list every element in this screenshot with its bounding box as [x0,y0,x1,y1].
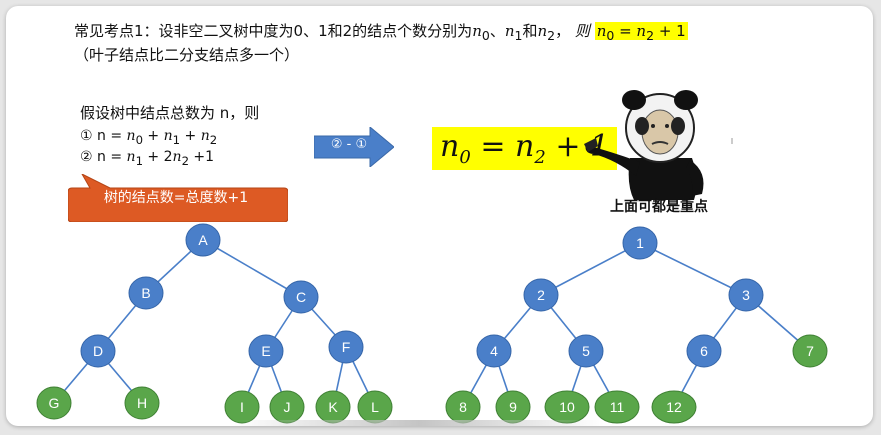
left-tree-node-label: A [198,232,208,248]
right-tree-edge [639,242,747,296]
left-tree-node-E: E [248,334,284,368]
left-tree-node-B: B [128,276,164,310]
right-tree-node-8: 8 [445,390,481,424]
left-tree-node-label: C [296,289,306,305]
right-tree-node-label: 1 [636,235,644,251]
right-tree-node-label: 9 [509,399,517,415]
left-tree-node-label: G [49,395,60,411]
callout-shape [68,174,288,222]
right-tree-node-label: 11 [610,399,625,415]
right-tree-node-3: 3 [728,278,764,312]
left-tree-node-label: B [141,285,150,301]
right-tree-node-10: 10 [544,390,590,424]
left-tree-node-label: F [342,339,351,355]
right-tree-node-label: 6 [700,343,708,359]
right-tree-node-7: 7 [792,334,828,368]
arrow-label: ② - ① [330,137,368,152]
right-tree-node-label: 4 [490,343,498,359]
callout-text: 树的结点数=总度数+1 [103,190,249,206]
left-tree-node-label: K [328,399,338,415]
left-tree-edge [202,239,302,298]
bottom-scroll-shadow [234,420,604,426]
header-line2: （叶子结点比二分支结点多一个） [74,46,300,64]
formula-2: ② n = n1 + 2n2 +1 [80,149,215,168]
right-tree-node-4: 4 [476,334,512,368]
assumption-text: 假设树中结点总数为 n，则 [80,104,260,122]
right-tree-node-1: 1 [622,226,658,260]
right-tree-node-label: 3 [742,287,750,303]
left-tree-node-G: G [36,386,72,420]
right-tree-node-11: 11 [594,390,640,424]
panda-caption: 上面可都是重点 [610,199,708,215]
panda-meme-icon [584,90,733,200]
right-tree-node-label: 10 [559,399,575,415]
left-tree-node-I: I [224,390,260,424]
right-arrow-icon [314,127,394,167]
right-tree-node-label: 8 [459,399,467,415]
right-tree-node-5: 5 [568,334,604,368]
right-tree-node-label: 2 [537,287,545,303]
left-tree-node-label: L [371,399,379,415]
left-tree-node-J: J [269,390,305,424]
left-tree-node-A: A [185,223,221,257]
left-tree-node-F: F [328,330,364,364]
left-tree-node-label: H [137,395,147,411]
left-tree-node-label: E [261,343,270,359]
right-tree-node-9: 9 [495,390,531,424]
left-tree-node-H: H [124,386,160,420]
slide: 常见考点1：设非空二叉树中度为0、1和2的结点个数分别为n0、n1和n2， 则 … [6,6,873,426]
left-tree-node-label: D [93,343,103,359]
right-tree-node-label: 5 [582,343,590,359]
formula-1: ① n = n0 + n1 + n2 [80,128,218,147]
left-tree-node-C: C [283,280,319,314]
right-tree-node-6: 6 [686,334,722,368]
right-tree-node-2: 2 [523,278,559,312]
header-line1: 常见考点1：设非空二叉树中度为0、1和2的结点个数分别为n0、n1和n2， 则 … [74,22,688,43]
left-tree-node-L: L [357,390,393,424]
left-tree-node-label: I [240,399,244,415]
highlight-equation: n0 = n2 + 1 [594,22,688,43]
left-tree-node-label: J [284,399,291,415]
right-tree-edge [540,242,641,296]
left-tree-node-D: D [80,334,116,368]
right-tree-node-12: 12 [651,390,697,424]
right-tree-node-label: 7 [806,343,814,359]
left-tree-node-K: K [315,390,351,424]
right-tree-node-label: 12 [666,399,682,415]
